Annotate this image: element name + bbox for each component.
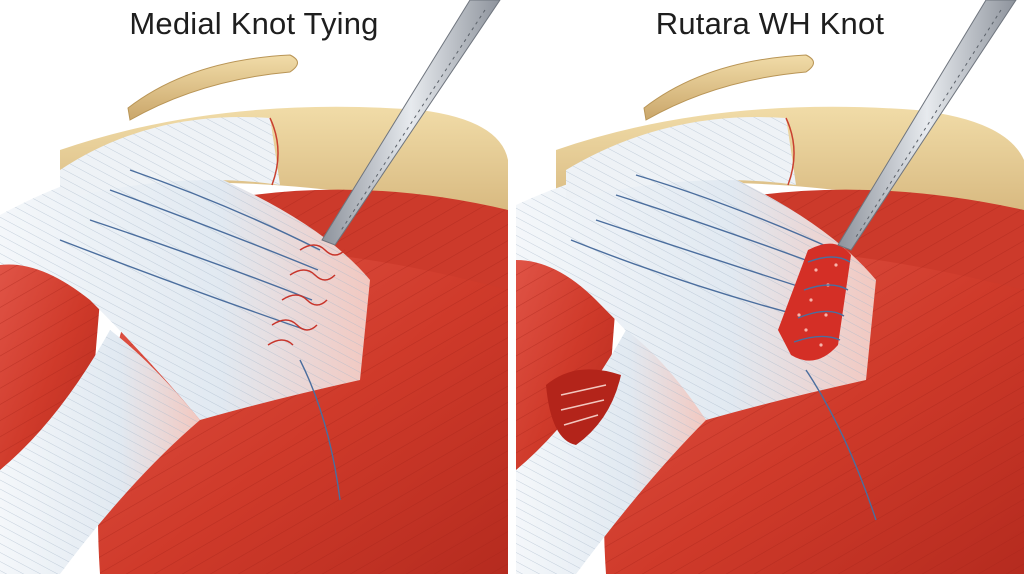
- surgical-instrument: [837, 0, 1017, 251]
- panel-divider: [508, 0, 516, 574]
- rutara-knot-panel: Rutara WH Knot: [516, 0, 1024, 574]
- medial-knot-panel: Medial Knot Tying: [0, 0, 508, 574]
- panel-title: Medial Knot Tying: [129, 6, 379, 41]
- acromion: [127, 54, 298, 121]
- rutara-knot-illustration: [516, 0, 1024, 574]
- surgical-instrument: [321, 0, 501, 246]
- suture-lines: [59, 169, 341, 501]
- medial-knot-illustration: [0, 0, 508, 574]
- acromion: [643, 54, 814, 121]
- panel-title: Rutara WH Knot: [655, 6, 885, 41]
- knot-stitches: [267, 244, 346, 346]
- rutara-knot-patch: [778, 243, 851, 361]
- tendon-lesion: [546, 369, 621, 445]
